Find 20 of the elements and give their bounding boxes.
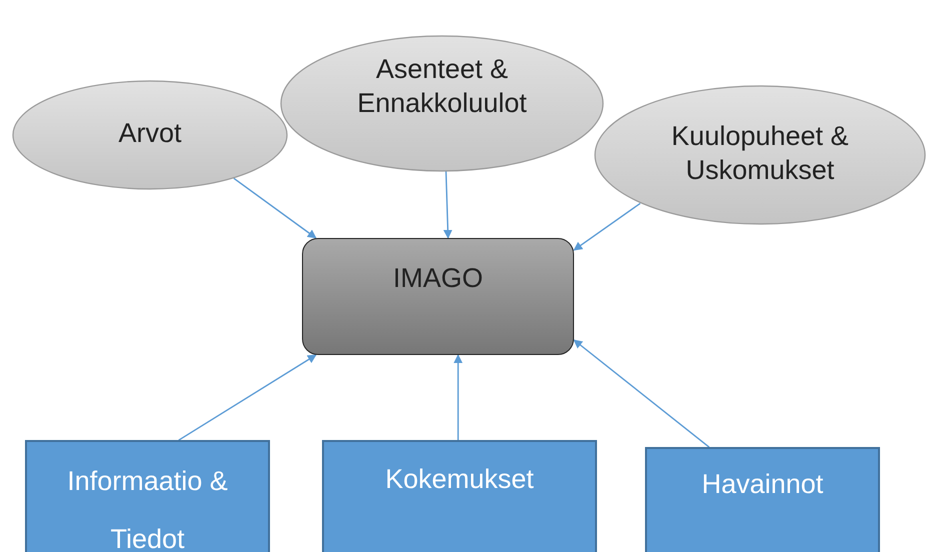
process-box [322, 440, 597, 552]
rounded-box [302, 238, 574, 355]
ellipse-node [594, 85, 926, 225]
node-label: Asenteet & Ennakkoluulot [356, 53, 528, 120]
arrow [573, 202, 641, 251]
process-box [25, 440, 270, 552]
ellipse-node [280, 35, 604, 172]
node-label: Arvot [117, 117, 183, 150]
node-label: Havainnot [700, 468, 824, 501]
process-box [645, 447, 880, 552]
arrow [443, 171, 452, 239]
node-label: Kokemukset [384, 463, 535, 496]
node-label: Kuulopuheet & Uskomukset [670, 120, 850, 187]
node-label: IMAGO [392, 262, 484, 295]
arrow [233, 178, 317, 239]
arrow [573, 339, 710, 448]
ellipse-node [12, 80, 288, 190]
node-label: Informaatio & Tiedot [66, 465, 229, 552]
arrow [178, 354, 317, 441]
arrow [454, 354, 463, 440]
